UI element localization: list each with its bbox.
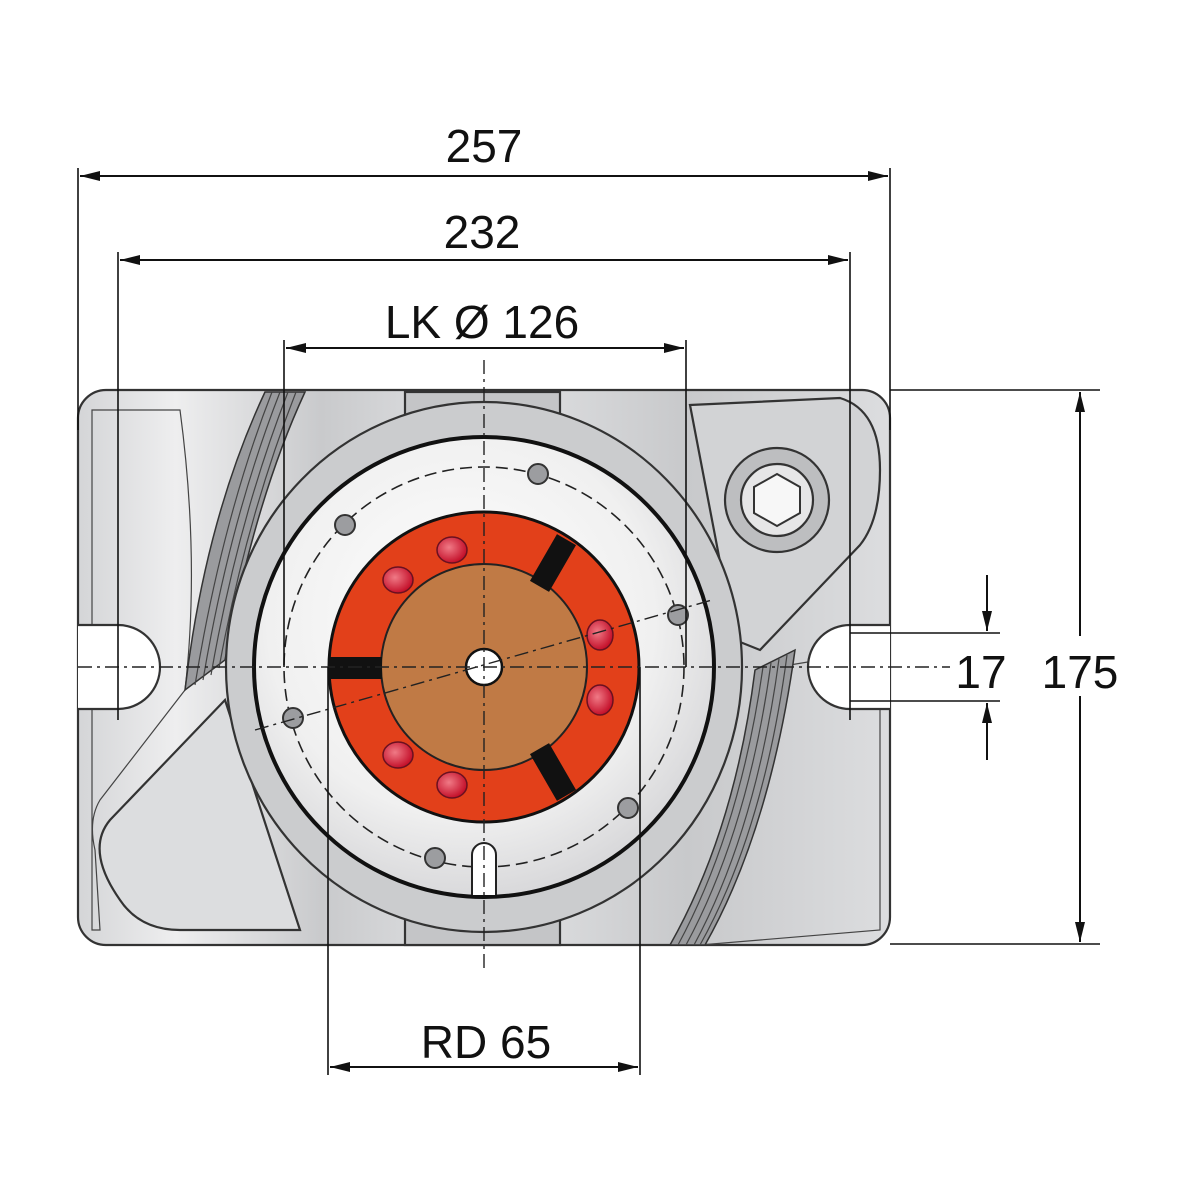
label-mask: [1036, 636, 1128, 696]
left-wedge: [98, 697, 302, 932]
bolt-hole: [282, 707, 304, 729]
overall-height-label: 175: [1042, 646, 1119, 698]
bolt-holes: [282, 463, 689, 869]
dimensions: 257 232 LK Ø 126 RD 65 17 175: [77, 120, 1128, 1075]
hex-socket-icon: [753, 472, 801, 528]
slot-spacing-label: 232: [444, 206, 521, 258]
slot-width-label: 17: [955, 646, 1006, 698]
jaw: [328, 657, 382, 679]
pin: [382, 741, 414, 769]
chuck-diameter-label: RD 65: [421, 1016, 551, 1068]
hex-screw: [723, 446, 831, 554]
jaw: [529, 534, 577, 592]
chuck-jaws: [328, 534, 577, 801]
pin: [586, 684, 614, 716]
bolt-hole: [667, 604, 689, 626]
pin: [586, 619, 614, 651]
bolt-circle-label: LK Ø 126: [385, 296, 579, 348]
left-pocket: [91, 409, 193, 931]
bolt-hole: [617, 797, 639, 819]
pin: [436, 771, 468, 799]
overall-width-label: 257: [446, 120, 523, 172]
chuck-pins: [382, 536, 614, 799]
pin: [436, 536, 468, 564]
bolt-hole: [424, 847, 446, 869]
bolt-hole: [527, 463, 549, 485]
spindle-thread-right: [668, 648, 796, 946]
spindle-thread-left: [184, 391, 307, 692]
alignment-slot: [471, 842, 497, 895]
jaw: [529, 743, 577, 801]
pin: [382, 566, 414, 594]
bolt-hole: [334, 514, 356, 536]
center-lines: [78, 360, 950, 970]
